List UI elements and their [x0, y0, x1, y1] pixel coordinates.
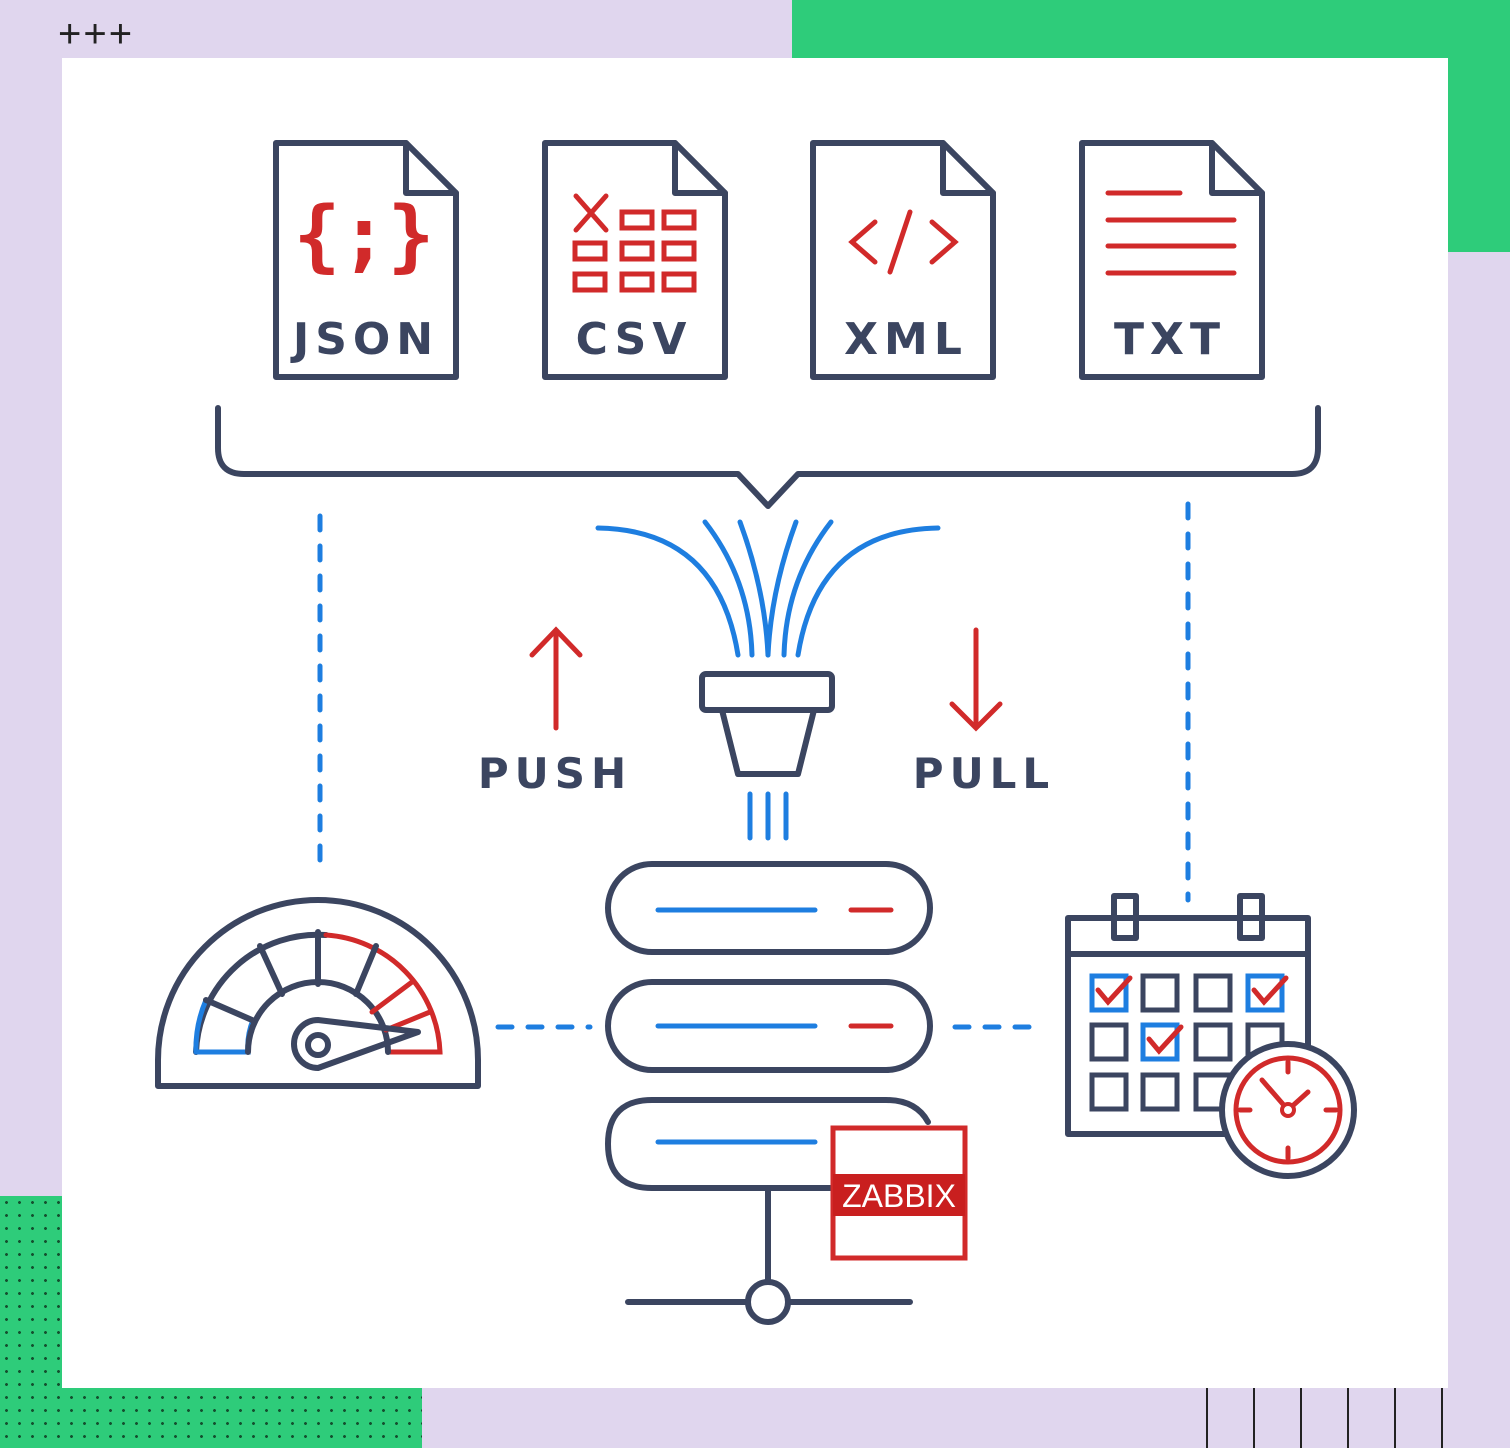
data-streams: [595, 519, 941, 841]
dashed-connectors: [317, 501, 1191, 1030]
push-label: PUSH: [478, 749, 632, 798]
gauge-icon: [155, 897, 481, 1089]
network-node-icon: [625, 1185, 913, 1325]
vertical-lines-decoration: [1206, 1388, 1443, 1448]
xml-doc-icon: XML: [810, 140, 996, 380]
pull-arrow-icon: [949, 627, 1003, 732]
diagram-panel: {;} JSON CSV XML TXT: [62, 58, 1448, 1388]
txt-doc-icon: TXT: [1079, 140, 1265, 380]
push-arrow-icon: [529, 626, 583, 731]
csv-doc-icon: CSV: [542, 140, 728, 380]
grouping-brace: [215, 405, 1321, 509]
svg-text:{;}: {;}: [294, 191, 435, 281]
server-stack-icon: [605, 861, 933, 1191]
json-doc-icon: {;} JSON: [273, 140, 459, 380]
doc-label-csv: CSV: [576, 314, 693, 365]
doc-label-xml: XML: [844, 314, 968, 365]
doc-label-txt: TXT: [1114, 314, 1226, 365]
calendar-clock-icon: [1065, 893, 1357, 1179]
funnel-icon: [699, 671, 835, 777]
doc-label-json: JSON: [290, 314, 439, 365]
data-collection-diagram: {;} JSON CSV XML TXT: [155, 140, 1357, 1325]
pull-label: PULL: [913, 749, 1055, 798]
plus-marks-icon: +++: [58, 12, 135, 56]
zabbix-label: ZABBIX: [842, 1178, 956, 1214]
zabbix-tag: ZABBIX: [830, 1125, 968, 1261]
